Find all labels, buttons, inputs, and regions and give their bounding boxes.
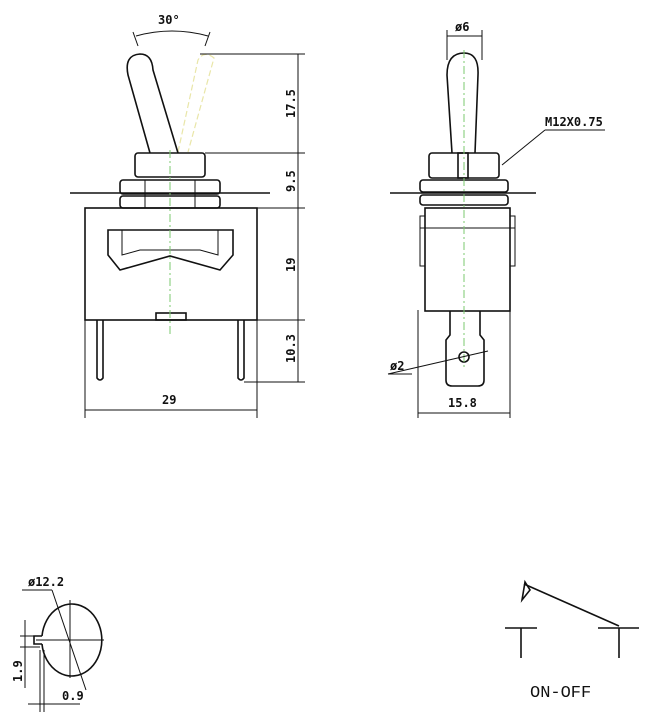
terminal-pin	[96, 320, 104, 381]
switch-schematic: ON-OFF	[505, 579, 639, 703]
schematic-label: ON-OFF	[530, 684, 591, 703]
dim-key-height: 1.9	[11, 660, 25, 682]
angle-arc	[135, 30, 209, 37]
side-view: ø6 ø2 M12X0.75 15.8	[387, 20, 605, 418]
mount-hole-view: ø12.2 1.9 0.9	[11, 575, 104, 712]
angle-label: 30°	[158, 13, 180, 27]
thread-label: M12X0.75	[545, 115, 603, 129]
dim-mount-dia: ø12.2	[28, 575, 64, 589]
switch-body	[84, 207, 258, 321]
switch-body	[424, 207, 511, 312]
dim-side-width: 15.8	[448, 396, 477, 410]
dim-terminal: 10.3	[284, 334, 298, 363]
dim-key-depth: 0.9	[62, 689, 84, 703]
terminal-tab	[445, 311, 485, 387]
dim-body: 19	[284, 258, 298, 272]
toggle-lever	[446, 52, 479, 154]
dim-lever: 17.5	[284, 89, 298, 118]
terminal-pin	[237, 320, 245, 381]
dim-bushing: 9.5	[284, 170, 298, 192]
bracket	[107, 229, 234, 271]
front-view: 30° 17.5 9.5 19 10.3 29	[70, 13, 305, 418]
dim-lever-dia: ø6	[455, 20, 469, 34]
dim-hole: ø2	[390, 359, 404, 373]
switch-arm	[523, 583, 620, 627]
toggle-lever	[126, 53, 179, 154]
dim-width: 29	[162, 393, 176, 407]
